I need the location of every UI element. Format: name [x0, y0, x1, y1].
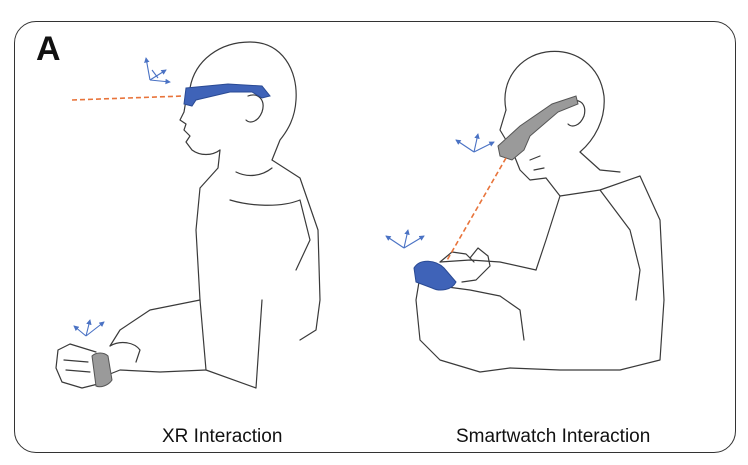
- coordinate-axes-icon: [386, 230, 424, 248]
- gaze-line: [72, 96, 184, 100]
- coordinate-axes-icon: [146, 58, 170, 82]
- xr-glasses-icon: [498, 96, 578, 160]
- smartwatch-icon: [92, 353, 112, 387]
- gaze-line: [446, 158, 506, 262]
- caption-xr-interaction: XR Interaction: [162, 426, 282, 448]
- coordinate-axes-icon: [456, 134, 494, 152]
- smartwatch-icon: [414, 261, 456, 290]
- coordinate-axes-icon: [74, 320, 104, 336]
- caption-smartwatch-interaction: Smartwatch Interaction: [456, 426, 650, 448]
- xr-glasses-icon: [184, 84, 270, 106]
- smartwatch-person-figure: [416, 51, 664, 372]
